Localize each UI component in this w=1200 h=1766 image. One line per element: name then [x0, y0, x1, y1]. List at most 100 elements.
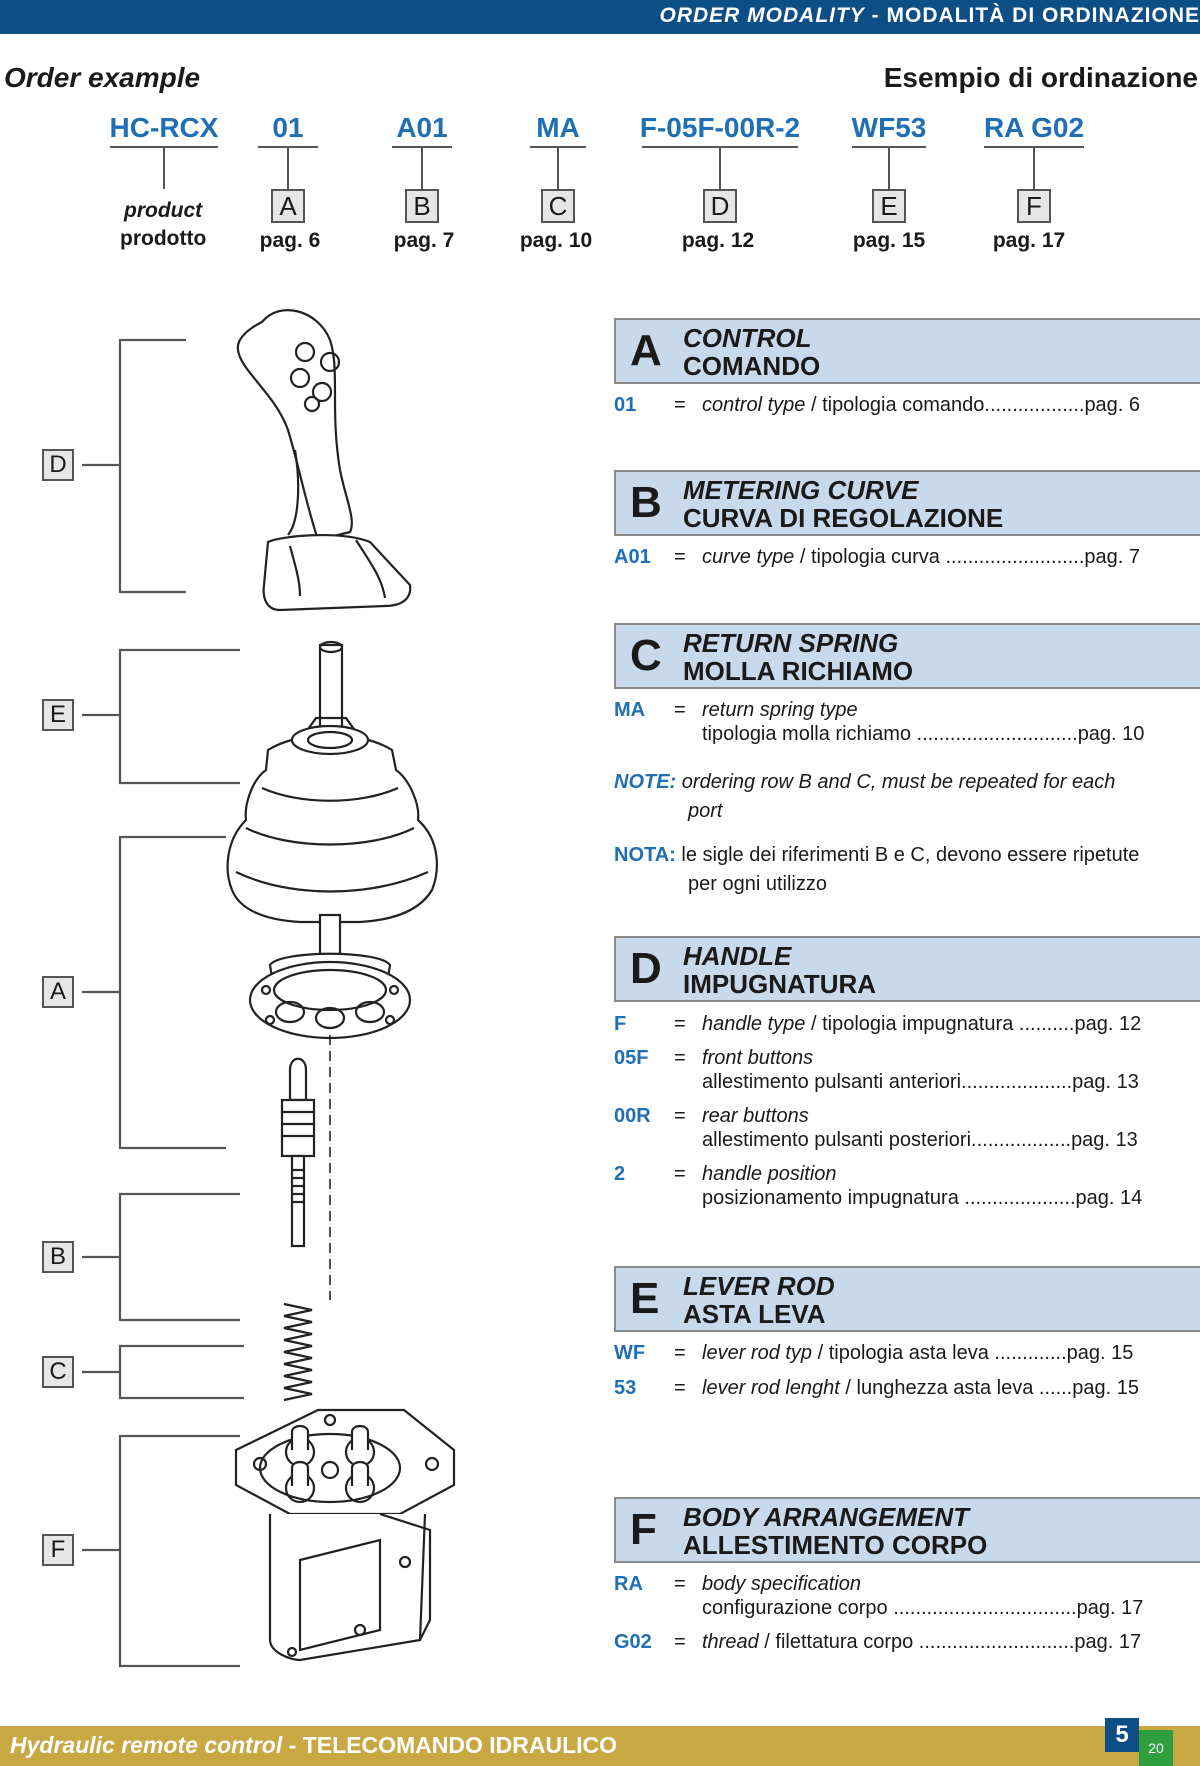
section-a-header: A CONTROL COMANDO: [614, 318, 1200, 384]
order-letter-f: F: [1017, 189, 1051, 223]
row-dots: .........................: [939, 546, 1085, 568]
note-text-2: port: [688, 800, 723, 822]
row-dots: .................................: [887, 1597, 1077, 1619]
row-it: tipologia comando: [822, 394, 985, 416]
row-dots: ............................: [913, 1631, 1075, 1653]
section-c-row: MA = return spring type tipologia molla …: [614, 699, 1198, 749]
row-en: control type: [702, 394, 806, 416]
header-title-en: ORDER MODALITY: [659, 4, 865, 27]
order-page-f: pag. 17: [992, 229, 1066, 252]
section-b-title-it: CURVA DI REGOLAZIONE: [683, 503, 1004, 533]
header-title: ORDER MODALITY - MODALITÀ DI ORDINAZIONE: [12, 4, 1200, 28]
section-e-header: E LEVER ROD ASTA LEVA: [614, 1266, 1200, 1332]
order-code-b: A01: [396, 112, 448, 143]
row-dots: .............: [988, 1342, 1067, 1364]
diagram-label-a: A: [42, 976, 74, 1008]
footer-separator: -: [282, 1732, 303, 1758]
row-en: lever rod lenght: [702, 1377, 840, 1399]
row-it: lunghezza asta leva: [856, 1377, 1034, 1399]
row-key: 53: [614, 1377, 637, 1399]
order-code-d: F-05F-00R-2: [639, 112, 801, 143]
page-number-small: 20: [1139, 1730, 1173, 1766]
row-it: tipologia curva: [810, 546, 940, 568]
row-key: A01: [614, 546, 651, 568]
nota-label: NOTA:: [614, 844, 676, 866]
footer-title: Hydraulic remote control - TELECOMANDO I…: [10, 1732, 617, 1759]
row-sep: /: [839, 1377, 857, 1399]
row-eq: =: [674, 1631, 686, 1653]
footer-bar: [0, 1726, 1200, 1766]
row-page: pag. 6: [1084, 394, 1141, 416]
row-key: WF: [614, 1342, 646, 1364]
row-dots: .............................: [910, 723, 1078, 745]
section-f-letter: F: [630, 1505, 657, 1554]
section-d-header: D HANDLE IMPUGNATURA: [614, 936, 1200, 1002]
section-b-header: B METERING CURVE CURVA DI REGOLAZIONE: [614, 470, 1200, 536]
row-dots: ....................: [958, 1187, 1076, 1209]
section-d-row: 2 = handle position posizionamento impug…: [614, 1163, 1198, 1213]
row-page: pag. 15: [1066, 1342, 1134, 1364]
code-connector: [1033, 147, 1035, 189]
row-en: return spring type: [702, 699, 858, 721]
row-eq: =: [674, 1377, 686, 1399]
row-eq: =: [674, 1047, 686, 1069]
row-it: tipologia molla richiamo: [702, 723, 911, 745]
header-separator: -: [871, 4, 880, 27]
row-it: tipologia asta leva: [828, 1342, 989, 1364]
row-sep: /: [805, 394, 823, 416]
row-page: pag. 12: [1074, 1013, 1142, 1035]
row-eq: =: [674, 394, 686, 416]
order-page-b: pag. 7: [393, 229, 455, 252]
note-label: NOTE:: [614, 771, 677, 793]
row-key: F: [614, 1013, 627, 1035]
code-connector: [163, 147, 165, 189]
section-f-header: F BODY ARRANGEMENT ALLESTIMENTO CORPO: [614, 1497, 1200, 1563]
row-en: thread: [702, 1631, 759, 1653]
row-eq: =: [674, 1342, 686, 1364]
row-sep: /: [758, 1631, 776, 1653]
row-en: rear buttons: [702, 1105, 809, 1127]
section-f-row: RA = body specification configurazione c…: [614, 1573, 1198, 1623]
row-dots: ....................: [961, 1071, 1073, 1093]
diagram-label-c: C: [42, 1356, 74, 1388]
row-page: pag. 13: [1072, 1071, 1139, 1093]
section-f-title-it: ALLESTIMENTO CORPO: [683, 1530, 988, 1560]
row-it: configurazione corpo: [702, 1597, 888, 1619]
section-c-title-en: RETURN SPRING: [683, 628, 899, 658]
row-key: RA: [614, 1573, 643, 1595]
row-key: 01: [614, 394, 637, 416]
row-sep: /: [812, 1342, 829, 1364]
section-c-header: C RETURN SPRING MOLLA RICHIAMO: [614, 623, 1200, 689]
row-key: 2: [614, 1163, 626, 1185]
diagram-label-e: E: [42, 699, 74, 731]
row-dots: ......: [1033, 1377, 1073, 1399]
row-it: allestimento pulsanti anteriori: [702, 1071, 962, 1093]
section-d-title-en: HANDLE: [683, 941, 792, 971]
row-page: pag. 13: [1071, 1129, 1138, 1151]
row-it: filettatura corpo: [775, 1631, 914, 1653]
row-sep: /: [794, 546, 811, 568]
order-letter-d: D: [703, 189, 737, 223]
section-e-letter: E: [630, 1274, 660, 1323]
order-letter-c: C: [541, 189, 575, 223]
note-en: NOTE: ordering row B and C, must be repe…: [614, 768, 1198, 826]
order-code-c: MA: [536, 112, 580, 143]
row-eq: =: [674, 546, 686, 568]
row-page: pag. 17: [1074, 1631, 1142, 1653]
order-letter-e: E: [872, 189, 906, 223]
order-code-a: 01: [272, 112, 304, 143]
diagram-label-f: F: [42, 1534, 74, 1566]
section-b-title-en: METERING CURVE: [683, 475, 919, 505]
row-eq: =: [674, 1013, 686, 1035]
page-number: 5: [1105, 1718, 1139, 1752]
code-connector: [557, 147, 559, 189]
row-en: body specification: [702, 1573, 861, 1595]
order-code-f: RA G02: [983, 112, 1085, 143]
row-page: pag. 7: [1084, 546, 1140, 568]
section-a-title-it: COMANDO: [683, 351, 821, 381]
row-en: handle position: [702, 1163, 837, 1185]
order-code-product: HC-RCX: [109, 112, 219, 143]
diagram-label-b: B: [42, 1241, 74, 1273]
joystick-exploded-drawing: [82, 309, 456, 1668]
order-page-c: pag. 10: [519, 229, 593, 252]
